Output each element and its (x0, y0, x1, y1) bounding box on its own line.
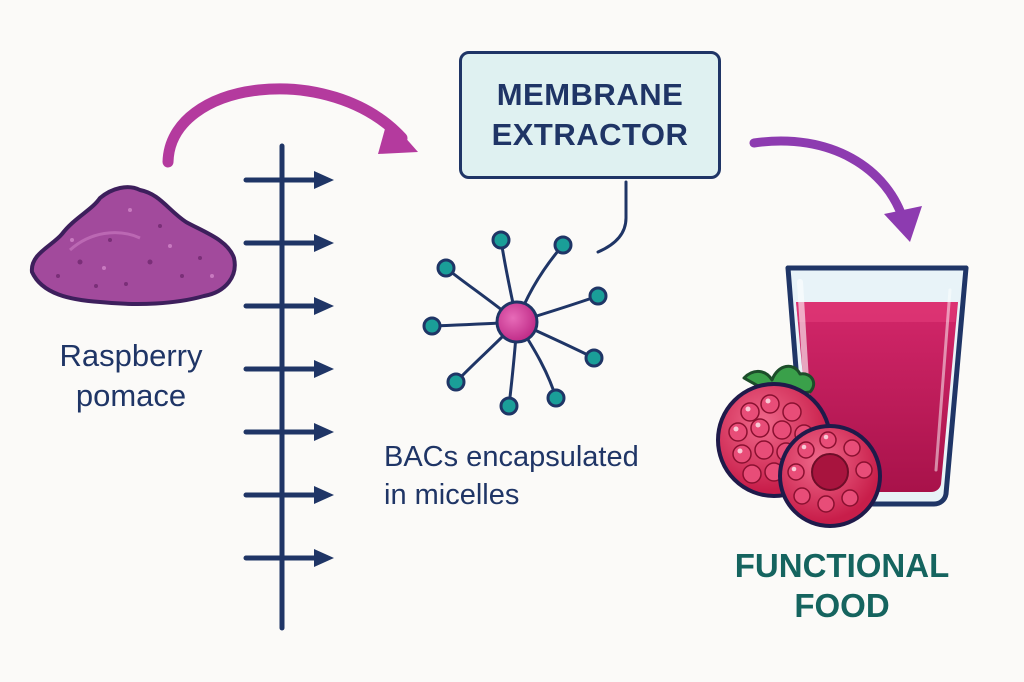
raspberry-icon (778, 424, 882, 528)
output-label: FUNCTIONAL FOOD (712, 546, 972, 626)
callout-line (596, 180, 628, 254)
arrow-to-membrane (162, 83, 418, 168)
output-label-line-1: FUNCTIONAL (734, 547, 950, 584)
micelle-label-line-2: in micelles (384, 479, 520, 511)
output-label-line-2: FOOD (794, 587, 890, 624)
membrane-icon (243, 143, 334, 631)
micelle-icon (422, 230, 608, 416)
extractor-line-1: MEMBRANE (496, 77, 684, 112)
input-label-line-1: Raspberry (59, 338, 203, 373)
input-label-line-2: pomace (75, 378, 187, 413)
arrow-to-food (749, 136, 922, 242)
membrane-extractor-box: MEMBRANE EXTRACTOR (459, 51, 721, 179)
micelle-label-line-1: BACs encapsulated (384, 441, 639, 473)
powder-pile-icon (29, 185, 237, 306)
micelle-label: BACs encapsulated in micelles (384, 438, 684, 514)
extractor-line-2: EXTRACTOR (491, 117, 689, 152)
input-label: Raspberry pomace (36, 336, 226, 416)
